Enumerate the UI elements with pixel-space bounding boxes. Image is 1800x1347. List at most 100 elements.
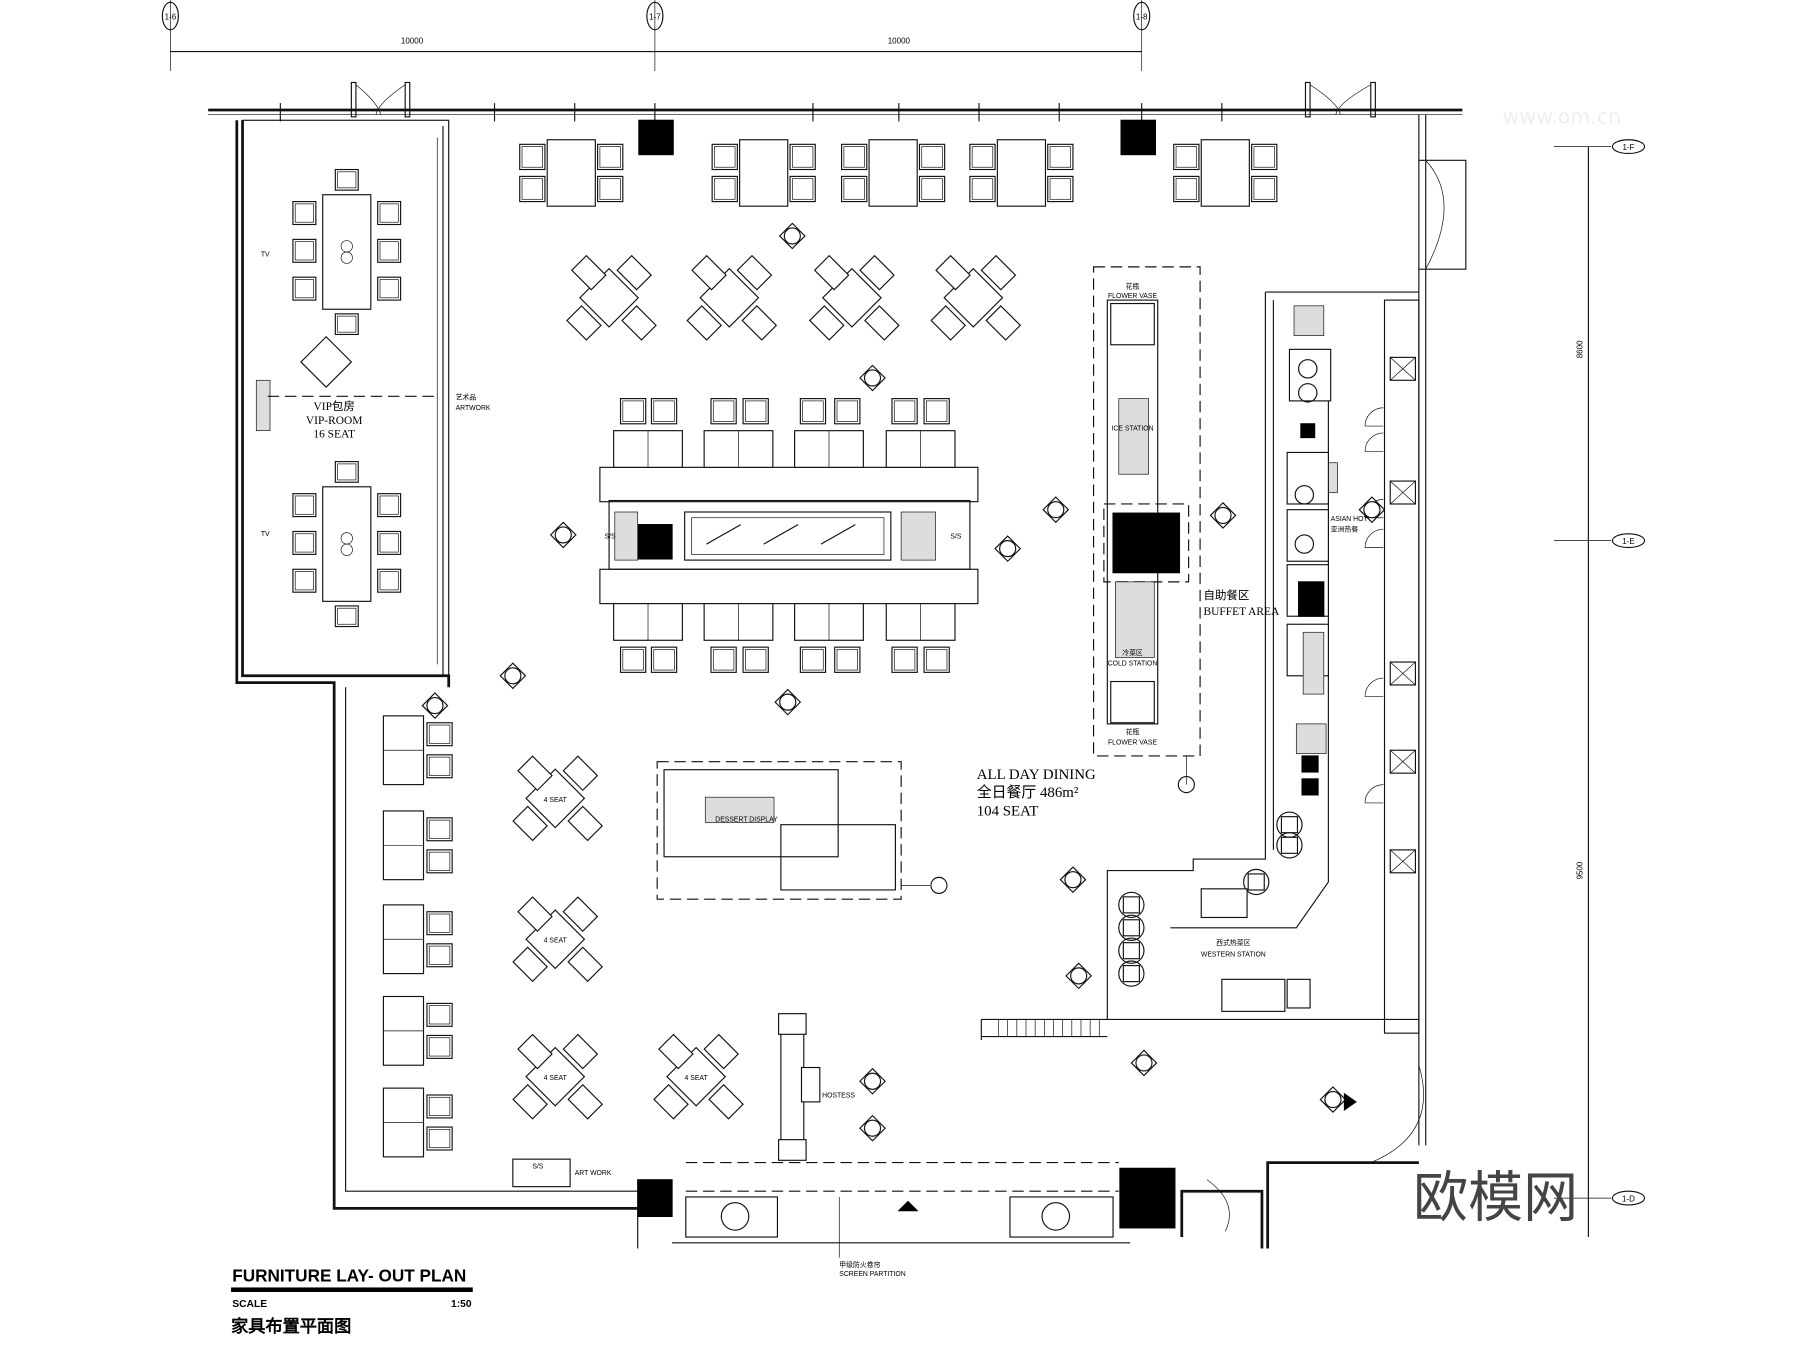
diamond-table <box>512 896 604 983</box>
marker-circle <box>999 540 1017 558</box>
chair <box>519 143 546 171</box>
chair <box>736 254 773 291</box>
chair <box>653 1083 689 1120</box>
hostess-desk <box>800 1066 821 1103</box>
flower-vase <box>1110 302 1155 346</box>
entrance-vestibule <box>1009 1196 1114 1238</box>
central-display <box>608 499 971 570</box>
chair <box>923 646 950 673</box>
chair-cushion <box>921 146 943 168</box>
chair-cushion <box>714 146 736 168</box>
ss-label: S/S <box>532 1163 543 1170</box>
diamond-table <box>653 1033 744 1120</box>
diamond-table <box>566 254 657 341</box>
chair-cushion <box>428 913 451 933</box>
chair <box>426 754 453 779</box>
tv-cabinet <box>255 379 271 432</box>
chair-cushion <box>337 607 357 625</box>
marker-arrow <box>1319 1086 1347 1114</box>
chair-seat <box>710 398 737 425</box>
chair <box>935 254 971 291</box>
chair <box>377 530 402 555</box>
scale-label: SCALE <box>232 1299 267 1310</box>
dining-label-en: ALL DAY DINING <box>977 767 1096 783</box>
display-item <box>763 524 799 545</box>
chair <box>742 398 769 425</box>
chair-cushion <box>294 495 314 515</box>
chair-seat <box>334 461 359 483</box>
chair-cushion <box>802 400 824 422</box>
vip-room-label-en: VIP-ROOM <box>306 415 363 427</box>
dimension-label: 8600 <box>1576 340 1585 358</box>
chair-cushion <box>294 203 314 223</box>
vip-room-label-cn: VIP包房 <box>314 400 355 413</box>
revolving-door-icon <box>720 1202 750 1231</box>
entrance-vestibule <box>685 1196 779 1238</box>
cooking-equipment <box>1286 451 1329 505</box>
dimension-label: 9500 <box>1576 861 1585 879</box>
screen-partition <box>685 1162 1119 1192</box>
four-seat-label: 4 SEAT <box>544 1075 568 1082</box>
chair-cushion <box>836 400 858 422</box>
chair <box>517 1033 553 1070</box>
chair-cushion <box>712 400 735 422</box>
hostess-post <box>778 1013 807 1035</box>
back-counter <box>1383 299 1420 1034</box>
marker-arrow <box>778 222 806 250</box>
chair <box>512 805 548 842</box>
marker-circle <box>1064 871 1082 889</box>
door-swing <box>1309 84 1341 115</box>
marker-arrow <box>421 692 449 719</box>
display-item <box>820 524 856 545</box>
dessert-zone <box>656 761 902 900</box>
axis-label-1-8: 1-8 <box>1136 12 1148 21</box>
door-frame <box>1370 81 1376 118</box>
chair-seat <box>1251 143 1278 171</box>
chair <box>292 493 317 518</box>
chair <box>377 276 402 301</box>
chair-cushion <box>836 649 858 671</box>
tableware-icon <box>340 543 353 556</box>
chair <box>1047 175 1074 203</box>
chair <box>841 175 868 203</box>
chair-cushion <box>926 400 948 422</box>
chair <box>292 568 317 593</box>
chair <box>426 849 453 874</box>
chair-cushion <box>428 945 451 965</box>
chair <box>918 143 946 171</box>
chair <box>710 646 737 673</box>
bar-stool <box>1118 937 1145 964</box>
four-seat-table <box>1200 139 1250 207</box>
chair-seat <box>834 646 861 673</box>
cabinet-door <box>1364 784 1384 804</box>
chair-cushion <box>294 279 314 299</box>
chair <box>334 605 359 628</box>
marker-circle <box>1214 506 1232 525</box>
chair <box>334 461 359 483</box>
chair-seat <box>334 605 359 628</box>
chair <box>789 175 816 203</box>
equipment <box>1293 305 1325 336</box>
marker-arrow <box>1358 496 1386 524</box>
chair-seat <box>1173 175 1200 203</box>
chair <box>741 305 778 341</box>
chair-seat <box>519 143 546 171</box>
chair-seat <box>1047 175 1074 203</box>
vip-room-enclosure <box>241 119 450 677</box>
sink <box>1286 978 1311 1009</box>
chair <box>1251 175 1278 203</box>
tableware-icon <box>340 251 353 264</box>
chair-cushion <box>599 146 621 168</box>
chair <box>980 254 1017 291</box>
chair-seat <box>969 143 996 171</box>
chair-cushion <box>1049 146 1072 168</box>
chair-seat <box>1173 143 1200 171</box>
plan-geometry <box>161 0 1646 1258</box>
index-marker <box>300 335 353 388</box>
chair <box>864 305 900 341</box>
tv-label: TV <box>261 252 270 259</box>
chair <box>512 946 548 983</box>
chair-cushion <box>921 178 943 200</box>
chair <box>710 398 737 425</box>
chair-cushion <box>712 649 735 671</box>
